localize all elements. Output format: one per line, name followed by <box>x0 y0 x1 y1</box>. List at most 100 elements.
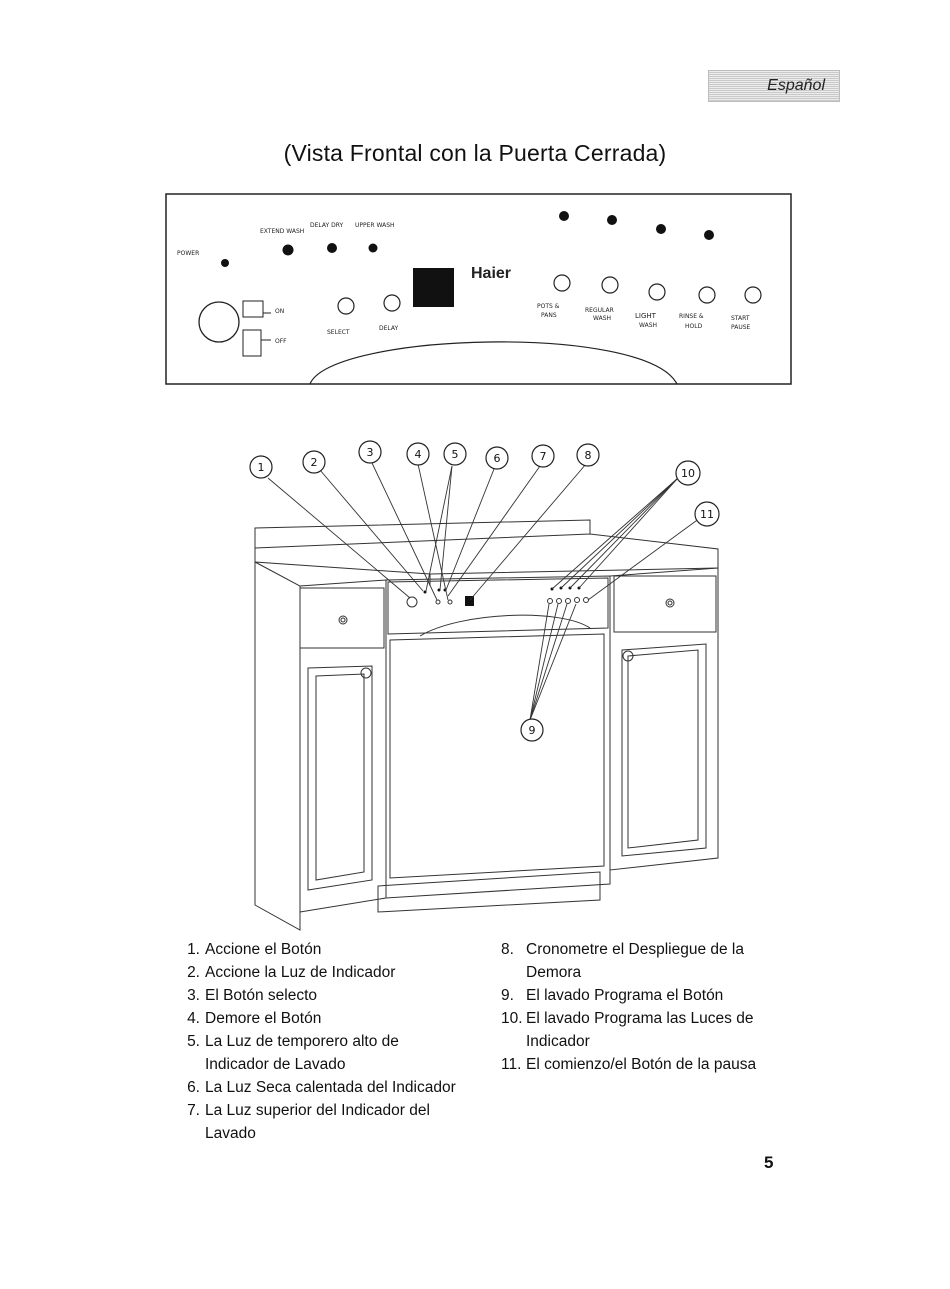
legend-text: Accione la Luz de Indicador <box>205 964 396 981</box>
callout-11-circle <box>694 501 720 527</box>
legend-item: 5.La Luz de temporero alto de Indicador … <box>176 1030 476 1076</box>
dw-prog-btn-1 <box>547 598 553 604</box>
legend-number: 3. <box>187 987 200 1004</box>
legend-text: Demore el Botón <box>205 1010 322 1027</box>
leader-7 <box>447 465 541 597</box>
language-tab-label: Español <box>767 77 825 94</box>
delay-dry-label: DELAY DRY <box>310 222 344 229</box>
program-indicator-light-4 <box>704 230 714 240</box>
legend-item: 1. Accione el Botón <box>176 938 476 961</box>
drawer-right-knob-inner <box>667 600 673 606</box>
pots-pans-label-line2: PANS <box>541 312 557 319</box>
page-title: (Vista Frontal con la Puerta Cerrada) <box>283 140 667 166</box>
dishwasher-body <box>385 575 611 899</box>
dishwasher-diagram: 1 2 3 4 5 6 7 8 10 11 9 <box>249 440 720 931</box>
drawer-left-knob-inner <box>340 617 346 623</box>
legend-text: Cronometre el Despliegue de la Demora <box>526 941 744 981</box>
callout-1-circle <box>249 455 273 479</box>
callout-10-label: 10 <box>681 467 695 480</box>
pots-pans-button[interactable] <box>553 274 571 292</box>
legend-number: 1. <box>187 941 200 958</box>
power-button[interactable] <box>198 301 240 343</box>
program-indicator-light-2 <box>607 215 617 225</box>
language-tab: Español <box>708 70 840 102</box>
program-indicator-light-3 <box>656 224 666 234</box>
legend-item: 11.El comienzo/el Botón de la pausa <box>501 1053 801 1076</box>
drawer-right-knob <box>665 598 675 608</box>
dw-prog-btn-5 <box>583 597 589 603</box>
upper-wash-indicator-light <box>368 243 378 253</box>
legend-text: El comienzo/el Botón de la pausa <box>526 1056 757 1073</box>
legend-number: 8. <box>501 941 514 958</box>
callout-2-circle <box>302 450 326 474</box>
brand-logo: Haier <box>471 265 511 282</box>
regular-wash-label-line1: REGULAR <box>585 307 614 314</box>
dishwasher-handle <box>419 614 591 637</box>
dishwasher-door <box>389 633 605 879</box>
callout-7-circle <box>531 444 555 468</box>
door-left-panel <box>315 673 365 881</box>
callout-4-label: 4 <box>415 448 422 461</box>
select-button[interactable] <box>337 297 355 315</box>
door-left <box>307 665 373 891</box>
callout-1-label: 1 <box>258 461 265 474</box>
power-label: POWER <box>177 250 199 257</box>
leader-5a <box>439 465 453 591</box>
callout-4-circle <box>406 442 430 466</box>
legend-item: 7.La Luz superior del Indicador del Lava… <box>176 1099 476 1145</box>
leader-6 <box>445 468 495 591</box>
leader-4 <box>417 463 449 601</box>
callout-9-circle <box>520 718 544 742</box>
page-number: 5 <box>764 1153 774 1172</box>
legend-number: 2. <box>187 964 200 981</box>
extend-wash-indicator-light <box>282 244 294 256</box>
off-label: OFF <box>275 338 287 345</box>
leader-2 <box>319 469 424 592</box>
light-wash-label-line1: LIGHT <box>635 312 657 320</box>
callout-8-label: 8 <box>585 449 592 462</box>
cabinet-right <box>609 567 719 871</box>
rinse-hold-button[interactable] <box>698 286 716 304</box>
dw-prog-btn-4 <box>574 597 580 603</box>
countertop <box>254 519 719 575</box>
legend-number: 11. <box>501 1056 522 1073</box>
regular-wash-button[interactable] <box>601 276 619 294</box>
legend-item: 2. Accione la Luz de Indicador <box>176 961 476 984</box>
legend-number: 10. <box>501 1010 523 1027</box>
legend-text: El lavado Programa las Luces de Indicado… <box>526 1010 754 1050</box>
cabinet-left <box>254 561 301 931</box>
delay-label: DELAY <box>379 325 399 332</box>
door-right-panel <box>627 649 699 849</box>
legend-left-column: 1. Accione el Botón 2. Accione la Luz de I… <box>176 938 476 1145</box>
door-right <box>621 643 707 857</box>
leader-9d <box>529 603 577 721</box>
on-label: ON <box>275 308 284 315</box>
callout-3-label: 3 <box>367 446 374 459</box>
leader-10c <box>569 477 679 589</box>
drawer-right <box>613 575 717 633</box>
leader-1 <box>267 477 411 599</box>
dw-delay <box>447 599 453 605</box>
callout-9-label: 9 <box>529 724 536 737</box>
extend-wash-label: EXTEND WASH <box>260 228 304 235</box>
dw-light-a <box>423 590 427 594</box>
start-pause-button[interactable] <box>744 286 762 304</box>
select-label: SELECT <box>327 329 350 336</box>
program-indicator-light-1 <box>559 211 569 221</box>
control-panel-diagram: POWER EXTEND WASH DELAY DRY UPPER WASH O… <box>165 193 792 385</box>
drawer-left <box>299 587 385 649</box>
delay-button[interactable] <box>383 294 401 312</box>
dw-display <box>465 596 474 606</box>
leader-5b <box>425 465 453 592</box>
legend-text: Accione el Botón <box>205 941 322 958</box>
legend-text: La Luz superior del Indicador del Lavado <box>205 1102 430 1142</box>
callout-7-label: 7 <box>540 450 547 463</box>
light-wash-button[interactable] <box>648 283 666 301</box>
leader-10d <box>578 477 679 589</box>
leader-9b <box>529 603 559 721</box>
legend-text: El Botón selecto <box>205 987 318 1004</box>
cabinet-left-front <box>299 579 387 913</box>
start-pause-label-line2: PAUSE <box>731 324 751 331</box>
start-pause-label-line1: START <box>731 315 750 322</box>
legend-item: 3. El Botón selecto <box>176 984 476 1007</box>
